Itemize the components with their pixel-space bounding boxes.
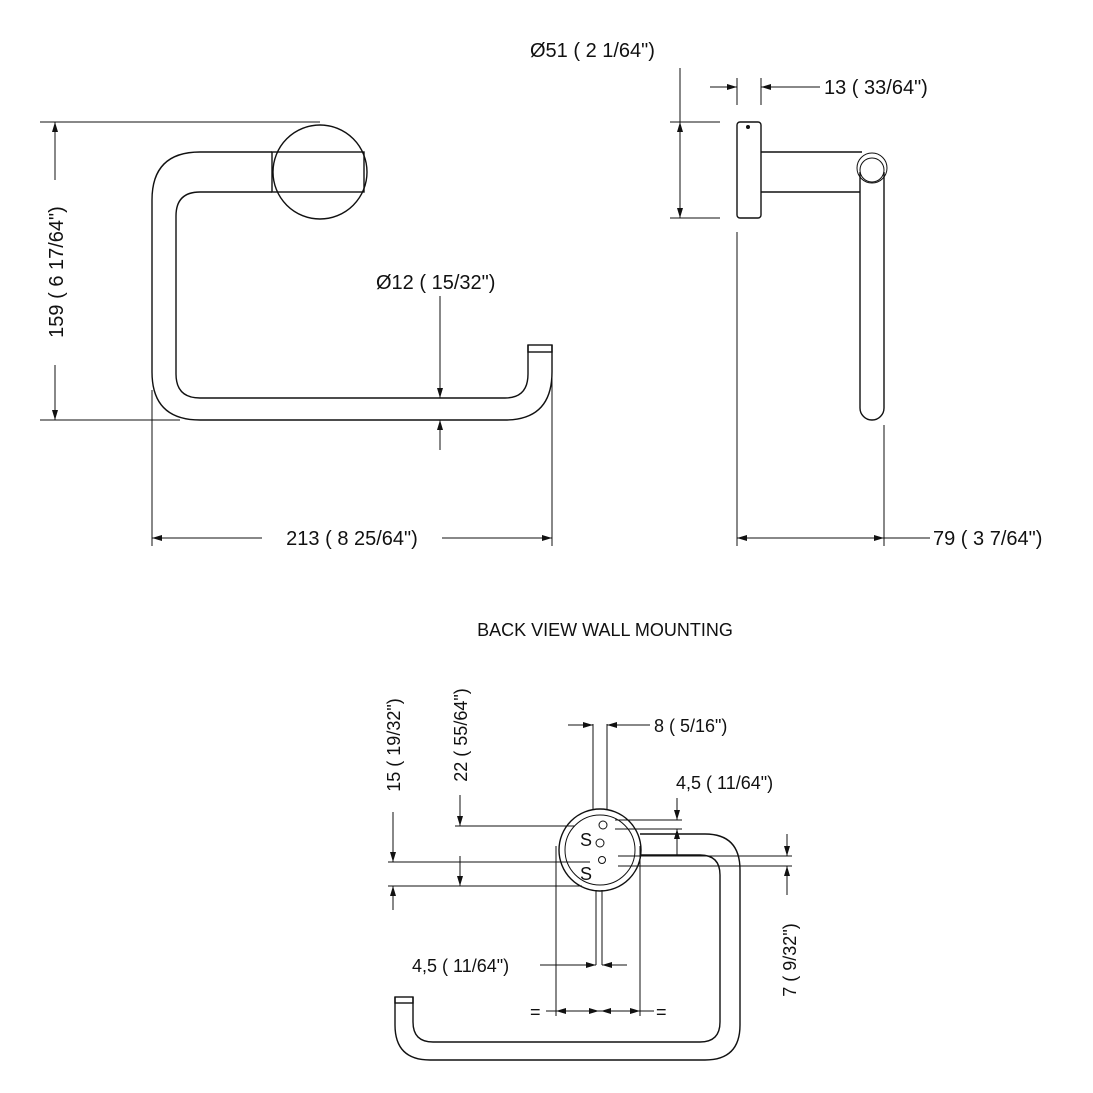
back-rosette-outer: [558, 808, 642, 892]
vertical-tube: [859, 172, 885, 421]
rosette-plate: [736, 121, 762, 219]
front-view: 159 ( 6 17/64") 213 ( 8 25/64") Ø12 ( 15…: [40, 121, 553, 550]
back-view: BACK VIEW WALL MOUNTING S S 15 ( 19/32")…: [384, 620, 800, 1061]
dim-4-5-bottom-label: 4,5 ( 11/64"): [412, 956, 509, 976]
dim-22-label: 22 ( 55/64"): [451, 688, 471, 781]
dim-15-label: 15 ( 19/32"): [384, 698, 404, 791]
back-view-title: BACK VIEW WALL MOUNTING: [477, 620, 733, 640]
screw-top-label: S: [580, 830, 592, 850]
equal-right-label: =: [656, 1002, 667, 1022]
dim-7-label: 7 ( 9/32"): [780, 923, 800, 996]
back-ring-tube-inner: [412, 854, 721, 1043]
dim-4-5-top-label: 4,5 ( 11/64"): [676, 773, 773, 793]
tube-end-cap: [527, 344, 553, 353]
back-ring-tube-outer: [394, 833, 741, 1061]
height-dimension-label: 159 ( 6 17/64"): [46, 206, 68, 338]
equal-left-label: =: [530, 1002, 541, 1022]
rosette-depth-label: 13 ( 33/64"): [824, 77, 928, 99]
side-view: Ø51 ( 2 1/64") 13 ( 33/64") 79 ( 3 7/64"…: [530, 40, 1042, 550]
width-dimension-label: 213 ( 8 25/64"): [286, 528, 418, 550]
rosette-circle: [272, 124, 368, 220]
projection-label: 79 ( 3 7/64"): [933, 528, 1042, 550]
tube-diameter-label: Ø12 ( 15/32"): [376, 272, 495, 294]
rosette-diameter-label: Ø51 ( 2 1/64"): [530, 40, 655, 62]
rosette-arm: [271, 151, 365, 193]
ring-tube-outer: [151, 151, 553, 421]
dim-8-label: 8 ( 5/16"): [654, 716, 727, 736]
ring-tube-inner: [175, 191, 529, 399]
screw-bottom-label: S: [580, 864, 592, 884]
